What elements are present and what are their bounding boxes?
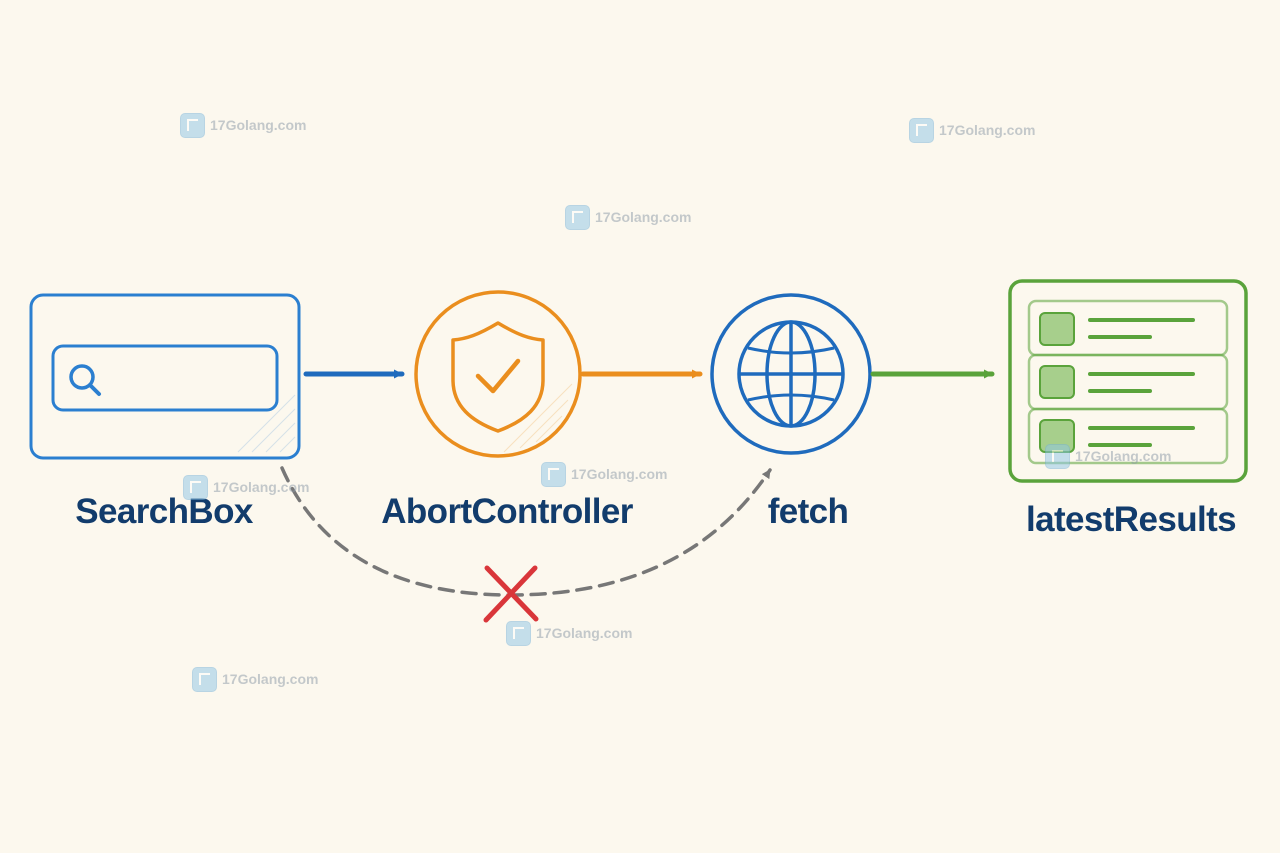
fetch-node [710,293,872,455]
searchbox-node [29,293,301,460]
result-row [1027,353,1229,411]
abortcontroller-label: AbortController [381,492,633,531]
abortcontroller-sketch-hatching [503,383,573,453]
result-list-icon [1027,299,1229,465]
search-input-field [51,344,279,412]
shield-check-icon [451,321,545,433]
abortcontroller-node [414,290,582,458]
fetch-label: fetch [767,492,849,531]
globe-icon [737,320,845,428]
search-icon [69,364,101,396]
latestresults-label: latestResults [1025,500,1237,539]
cross-mark-icon [483,565,539,623]
result-row [1027,407,1229,465]
searchbox-label: SearchBox [75,492,253,531]
result-row [1027,299,1229,357]
searchbox-sketch-hatching [237,394,296,453]
latestresults-node [1008,279,1248,483]
